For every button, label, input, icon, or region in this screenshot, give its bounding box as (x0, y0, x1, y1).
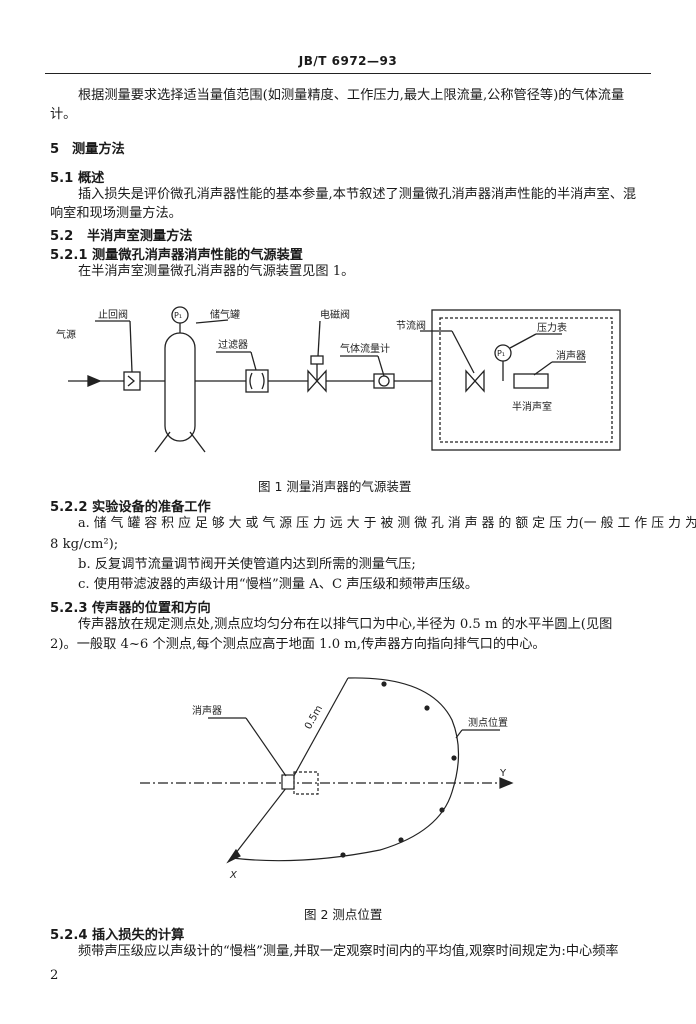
label-measurement-points: 测点位置 (468, 716, 508, 729)
page-number: 2 (50, 968, 59, 983)
section-5-1-heading: 5.1 概述 (50, 167, 104, 186)
label-radius: 0.5m (303, 704, 325, 732)
section-title: 插入损失的计算 (92, 928, 185, 943)
intro-line-2: 计。 (50, 107, 77, 122)
label-throttle-valve: 节流阀 (396, 319, 426, 332)
label-filter: 过滤器 (218, 338, 248, 351)
measurement-point (381, 681, 387, 687)
label-y-axis: Y (499, 768, 507, 779)
measurement-point (424, 705, 430, 711)
section-number: 5.2 (50, 229, 74, 244)
label-muffler: 消声器 (556, 349, 586, 362)
section-title: 概述 (78, 171, 105, 186)
s51-line-2: 响室和现场测量方法。 (50, 206, 182, 221)
section-number: 5 (50, 142, 60, 157)
s522-item-a-line-1: a. 储 气 罐 容 积 应 足 够 大 或 气 源 压 力 远 大 于 被 测… (78, 516, 696, 531)
figure-2-caption: 图 2 测点位置 (304, 907, 383, 922)
section-title: 传声器的位置和方向 (92, 601, 211, 616)
label-shutoff-valve: 止回阀 (98, 308, 128, 321)
label-solenoid-valve: 电磁阀 (320, 308, 350, 321)
measurement-point (439, 807, 445, 813)
section-number: 5.2.1 (50, 248, 88, 263)
figure-1-air-supply-diagram: 气源 止回阀 P₁ 储气罐 过滤器 电磁阀 气体流量计 节流阀 P₁ 压力表 消… (56, 306, 621, 453)
section-title: 测量方法 (72, 142, 125, 157)
section-number: 5.2.3 (50, 601, 88, 616)
s522-item-c: c. 使用带滤波器的声级计用“慢档”测量 A、C 声压级和频带声压级。 (78, 577, 479, 592)
section-5-2-2-heading: 5.2.2 实验设备的准备工作 (50, 496, 211, 515)
section-title: 半消声室测量方法 (87, 229, 193, 244)
section-5-2-3-heading: 5.2.3 传声器的位置和方向 (50, 597, 211, 616)
s521-line-1: 在半消声室测量微孔消声器的气源装置见图 1。 (78, 264, 355, 279)
label-muffler: 消声器 (192, 704, 222, 717)
s51-line-1: 插入损失是评价微孔消声器性能的基本参量,本节叙述了测量微孔消声器消声性能的半消声… (78, 187, 637, 202)
s522-item-b: b. 反复调节流量调节阀开关使管道内达到所需的测量气压; (78, 557, 416, 572)
measurement-point (451, 755, 457, 761)
s523-line-1: 传声器放在规定测点处,测点应均匀分布在以排气口为中心,半径为 0.5 m 的水平… (78, 617, 613, 632)
label-flow-meter: 气体流量计 (340, 342, 390, 355)
label-x-axis: X (229, 870, 238, 881)
standard-code-header: JB/T 6972—93 (298, 54, 398, 68)
label-tank: 储气罐 (210, 308, 240, 321)
figure-1-caption: 图 1 测量消声器的气源装置 (258, 479, 412, 494)
s524-line-1: 频带声压级应以声级计的“慢档”测量,并取一定观察时间内的平均值,观察时间规定为:… (78, 944, 619, 959)
label-gauge-p1: P₁ (174, 311, 182, 320)
section-title: 测量微孔消声器消声性能的气源装置 (92, 248, 303, 263)
measurement-point (398, 837, 404, 843)
section-5-2-heading: 5.2 半消声室测量方法 (50, 225, 193, 244)
label-gauge-p1-room: P₁ (497, 349, 505, 358)
s523-line-2: 2)。一般取 4~6 个测点,每个测点应高于地面 1.0 m,传声器方向指向排气… (50, 637, 546, 652)
section-5-2-4-heading: 5.2.4 插入损失的计算 (50, 924, 184, 943)
header-rule (45, 73, 651, 74)
section-5-2-1-heading: 5.2.1 测量微孔消声器消声性能的气源装置 (50, 244, 303, 263)
label-room: 半消声室 (512, 400, 552, 413)
section-number: 5.2.2 (50, 500, 88, 515)
section-number: 5.1 (50, 171, 74, 186)
intro-line-1: 根据测量要求选择适当量值范围(如测量精度、工作压力,最大上限流量,公称管径等)的… (78, 88, 625, 103)
section-number: 5.2.4 (50, 928, 88, 943)
figure-2-measurement-points: 消声器 0.5m 测点位置 Y X (140, 677, 514, 881)
section-title: 实验设备的准备工作 (92, 500, 211, 515)
measurement-point (340, 852, 346, 858)
label-air-source: 气源 (56, 328, 76, 341)
s522-item-a-line-2: 8 kg/cm²); (50, 537, 119, 552)
label-pressure-gauge: 压力表 (537, 321, 567, 334)
section-5-heading: 5 测量方法 (50, 138, 125, 157)
